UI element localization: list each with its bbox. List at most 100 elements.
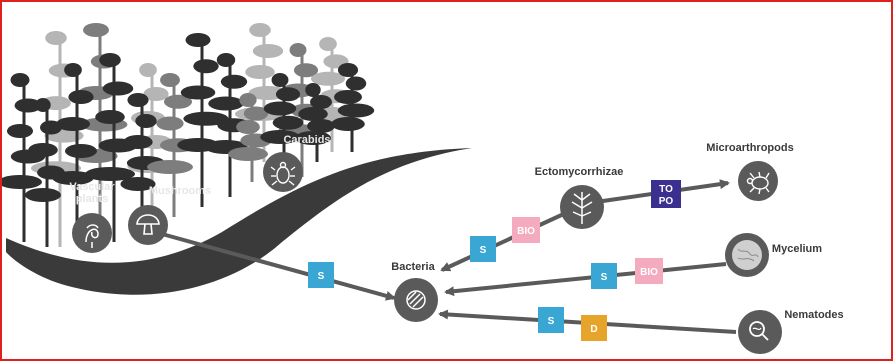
tree-foliage <box>260 130 300 144</box>
vascular-plants-label-2: plants <box>76 193 108 205</box>
tree-foliage <box>45 31 67 45</box>
tree-foliage <box>345 76 367 91</box>
node-mushrooms: Mushrooms <box>128 185 211 245</box>
tree-foliage <box>185 33 211 47</box>
bacteria-label: Bacteria <box>391 261 435 273</box>
tree-foliage <box>68 90 94 104</box>
tag-topo: TO PO <box>651 180 681 208</box>
tree-foliage <box>160 73 180 87</box>
plant-icon <box>85 224 99 248</box>
tree-foliage <box>275 87 301 102</box>
microarthropods-label: Microarthropods <box>706 142 793 154</box>
tree-foliage <box>295 131 331 145</box>
mycelium-label: Mycelium <box>772 243 822 255</box>
tree-foliage <box>6 124 34 138</box>
node-bacteria: Bacteria <box>391 261 438 322</box>
tree-foliage <box>35 98 51 112</box>
tree-foliage <box>147 160 193 174</box>
tree-foliage <box>135 114 157 128</box>
tree-foliage <box>208 96 244 111</box>
tree-foliage <box>183 111 229 126</box>
tag-s-mushrooms: S <box>308 262 334 288</box>
tree-foliage <box>10 73 30 87</box>
tree-foliage <box>307 119 335 133</box>
mushroom-icon <box>136 214 160 235</box>
tree-foliage <box>272 115 304 130</box>
tree-foliage <box>249 23 271 37</box>
tree-foliage <box>220 74 248 89</box>
tree-foliage <box>85 167 135 181</box>
beetle-icon <box>270 161 296 186</box>
tree-foliage <box>293 63 319 78</box>
node-carabids: Carabids <box>263 134 331 192</box>
tree-foliage <box>334 90 362 104</box>
tree-foliage <box>310 95 332 109</box>
tree-foliage <box>289 43 307 57</box>
tree-foliage <box>337 103 375 118</box>
tree-foliage <box>216 53 236 67</box>
tree-foliage <box>305 83 321 97</box>
tree-foliage <box>102 81 134 96</box>
svg-text:BIO: BIO <box>640 267 658 278</box>
arrow-ectomycorrhizae-to-bacteria <box>440 210 569 272</box>
tag-d-nematodes: D <box>581 315 607 341</box>
svg-text:S: S <box>548 316 555 327</box>
tree-foliage <box>123 135 153 149</box>
svg-text:PO: PO <box>659 196 674 207</box>
bacteria-icon <box>406 290 426 310</box>
tree-foliage <box>239 93 257 107</box>
tree-foliage <box>64 63 82 77</box>
node-vascular-plants: Vascular plants <box>69 181 115 253</box>
tree-foliage <box>180 85 216 100</box>
svg-text:S: S <box>318 271 325 282</box>
tree-foliage <box>252 44 284 58</box>
tag-s-nematodes: S <box>538 307 564 333</box>
tree-foliage <box>52 171 94 185</box>
svg-text:S: S <box>480 245 487 256</box>
forest-trees <box>2 23 375 247</box>
vascular-plants-label-1: Vascular <box>69 181 115 193</box>
tag-bio-ectomycorrhizae: BIO <box>512 217 540 243</box>
tree-foliage <box>83 23 109 37</box>
ectomycorrhizae-label: Ectomycorrhizae <box>535 166 624 178</box>
tree-foliage <box>163 94 193 109</box>
tree-foliage <box>139 63 157 77</box>
tree-foliage <box>64 144 98 158</box>
tree-foliage <box>263 101 297 116</box>
svg-text:D: D <box>590 324 597 335</box>
carabids-label: Carabids <box>283 134 330 146</box>
nematodes-label: Nematodes <box>784 309 843 321</box>
tree-foliage <box>331 117 365 131</box>
tree-foliage <box>95 110 125 124</box>
svg-text:BIO: BIO <box>517 226 535 237</box>
tree-foliage <box>337 63 359 77</box>
tree-foliage <box>127 93 149 107</box>
node-ectomycorrhizae: Ectomycorrhizae <box>535 166 624 229</box>
svg-text:S: S <box>601 272 608 283</box>
tag-s-ectomycorrhizae: S <box>470 236 496 262</box>
node-microarthropods: Microarthropods <box>706 142 794 201</box>
root-icon <box>571 192 593 224</box>
node-mycelium: Mycelium <box>725 233 822 277</box>
mite-icon <box>746 171 770 195</box>
tree-foliage <box>310 71 346 86</box>
magnifier-icon <box>749 321 769 341</box>
tree-foliage <box>156 116 184 131</box>
tree-foliage <box>193 59 219 74</box>
mycelium-icon <box>732 240 762 270</box>
tree-foliage <box>28 143 58 157</box>
tree-foliage <box>298 107 328 121</box>
tree-foliage <box>55 117 91 131</box>
tree-foliage <box>245 65 275 79</box>
tree-foliage <box>271 73 289 87</box>
tag-s-mycelium: S <box>591 263 617 289</box>
mushrooms-label: Mushrooms <box>149 185 211 197</box>
arrow-mycelium-to-bacteria <box>444 262 727 297</box>
svg-text:TO: TO <box>659 184 673 195</box>
tree-foliage <box>2 175 42 189</box>
tree-foliage <box>143 87 169 101</box>
tag-bio-mycelium: BIO <box>635 258 663 284</box>
tree-foliage <box>14 98 42 113</box>
node-nematodes: Nematodes <box>738 309 844 354</box>
